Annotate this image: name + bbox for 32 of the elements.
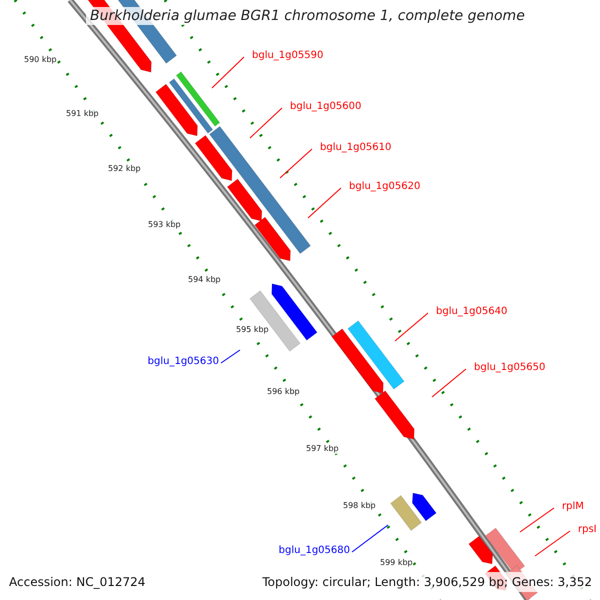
leader-line (432, 368, 466, 398)
leader-line (394, 312, 428, 342)
leader-line (352, 524, 388, 552)
leader-line (280, 148, 312, 178)
gene-label: bglu_1g05640 (436, 306, 508, 318)
leader-line (220, 350, 240, 364)
gene-label: rpsI (578, 524, 597, 536)
tick-label: 594 kbp (188, 275, 221, 285)
accession-text: Accession: NC_012724 (9, 575, 146, 589)
tick-label: 592 kbp (108, 164, 141, 174)
gene-label: bglu_1g05620 (349, 181, 420, 193)
gene-label: bglu_1g05610 (320, 142, 392, 154)
gene-label: rplM (562, 501, 584, 513)
leader-line (308, 188, 342, 218)
tick-label: 590 kbp (24, 55, 57, 65)
gene-label: bglu_1g05680 (278, 545, 350, 557)
gene-label: bglu_1g05650 (474, 362, 546, 374)
leader-line (520, 508, 554, 532)
gene-label: bglu_1g05630 (148, 356, 219, 368)
tick-label: 591 kbp (66, 109, 99, 119)
tick-label: 593 kbp (148, 220, 181, 230)
tick-label: 598 kbp (343, 501, 376, 511)
tick-label: 599 kbp (380, 558, 413, 568)
tick-label: 596 kbp (267, 387, 300, 397)
genome-summary-text: Topology: circular; Length: 3,906,529 bp; Genes: 3,352 (262, 575, 592, 589)
leader-line (534, 530, 570, 556)
leader-line (212, 56, 244, 88)
leader-line (250, 108, 282, 138)
gene-label: bglu_1g05590 (252, 50, 324, 62)
tick-label: 595 kbp (236, 325, 269, 335)
gene-label: bglu_1g05600 (290, 101, 362, 113)
tick-label: 597 kbp (306, 444, 339, 454)
